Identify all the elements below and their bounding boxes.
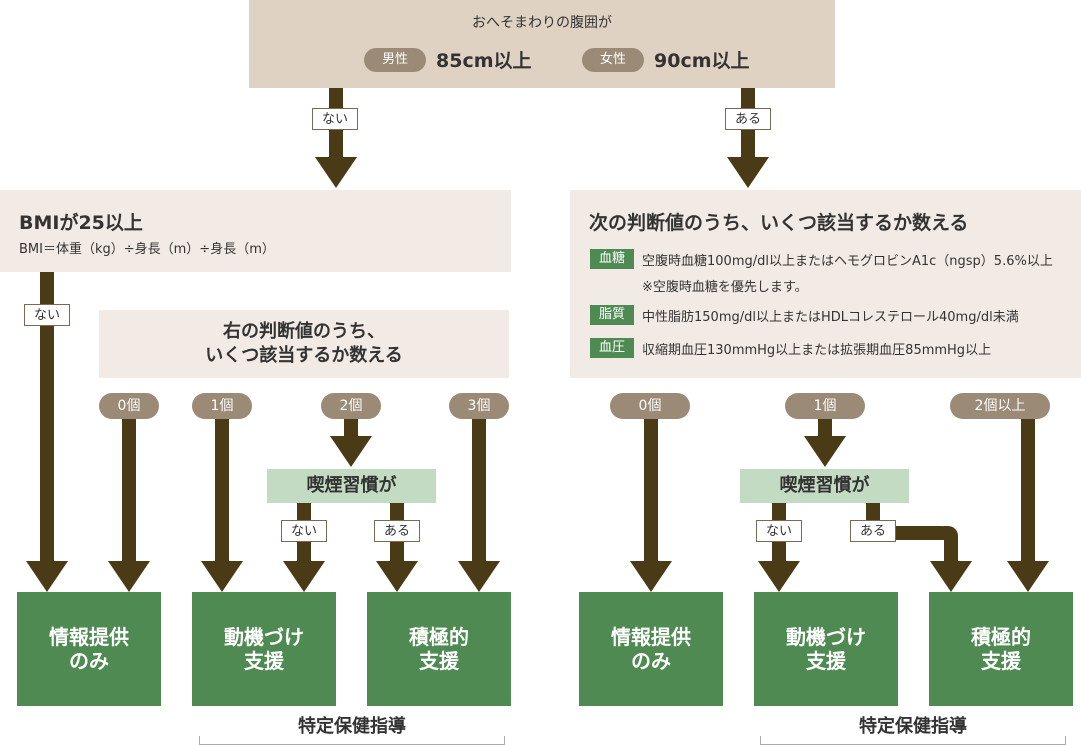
arrow-shaft bbox=[818, 419, 832, 437]
male-threshold: 85cm以上 bbox=[436, 50, 532, 72]
footer-label-right: 特定保健指導 bbox=[859, 716, 967, 737]
outcome-motivation-right: 動機づけ 支援 bbox=[754, 592, 898, 706]
male-badge: 男性 bbox=[364, 48, 426, 72]
bmi-title: BMIが25以上 bbox=[19, 212, 143, 234]
outcome-line2: のみ bbox=[69, 649, 109, 673]
smoking-question-right: 喫煙習慣が bbox=[740, 469, 909, 503]
count-pill-0: 0個 bbox=[610, 393, 690, 419]
outcome-line2: のみ bbox=[631, 649, 671, 673]
bmi-box: BMIが25以上 BMI＝体重（kg）÷身長（m）÷身長（m） bbox=[0, 190, 511, 272]
branch-tag-no: ない bbox=[24, 304, 70, 326]
outcome-line1: 積極的 bbox=[409, 625, 469, 649]
count-pill-1: 1個 bbox=[785, 393, 865, 419]
outcome-line1: 積極的 bbox=[971, 625, 1031, 649]
count-pill-0: 0個 bbox=[99, 393, 159, 419]
arrow-head bbox=[330, 436, 372, 467]
arrow-head bbox=[315, 157, 357, 188]
arrow-shaft bbox=[344, 419, 358, 437]
bmi-formula: BMI＝体重（kg）÷身長（m）÷身長（m） bbox=[19, 242, 275, 257]
footer-label-left: 特定保健指導 bbox=[298, 716, 406, 737]
left-question-line2: いくつ該当するか数える bbox=[205, 345, 403, 366]
outcome-line2: 支援 bbox=[244, 649, 284, 673]
right-count-question-box: 次の判断値のうち、いくつ該当するか数える 血糖 空腹時血糖100mg/dl以上ま… bbox=[570, 190, 1081, 378]
criteria-text-blood-pressure: 収縮期血圧130mmHg以上または拡張期血圧85mmHg以上 bbox=[642, 343, 992, 358]
arrow-shaft bbox=[40, 272, 54, 562]
arrow-shaft bbox=[472, 419, 486, 562]
arrow-head bbox=[630, 561, 672, 592]
outcome-info-only-left: 情報提供 のみ bbox=[17, 592, 161, 706]
outcome-line2: 支援 bbox=[981, 649, 1021, 673]
count-pill-2-plus: 2個以上 bbox=[950, 393, 1050, 419]
arrow-head bbox=[804, 436, 846, 467]
criteria-badge-blood-pressure: 血圧 bbox=[590, 338, 634, 358]
outcome-line1: 情報提供 bbox=[611, 625, 691, 649]
waist-question-title: おへそまわりの腹囲が bbox=[472, 15, 612, 31]
criteria-text-lipid: 中性脂肪150mg/dl以上またはHDLコレステロール40mg/dl未満 bbox=[642, 310, 1019, 325]
outcome-active-right: 積極的 支援 bbox=[929, 592, 1073, 706]
arrow-head bbox=[458, 561, 500, 592]
arrow-shaft bbox=[644, 419, 658, 562]
arrow-shaft bbox=[1021, 419, 1035, 562]
outcome-active-left: 積極的 支援 bbox=[367, 592, 511, 706]
arrow-shaft bbox=[215, 419, 229, 562]
arrow-head bbox=[758, 561, 800, 592]
female-badge: 女性 bbox=[582, 48, 644, 72]
waist-question-box: おへそまわりの腹囲が 男性 85cm以上 女性 90cm以上 bbox=[249, 0, 835, 88]
outcome-line1: 動機づけ bbox=[786, 625, 866, 649]
smoking-question-left: 喫煙習慣が bbox=[267, 469, 436, 503]
branch-tag-no: ない bbox=[281, 520, 327, 542]
outcome-info-only-right: 情報提供 のみ bbox=[579, 592, 723, 706]
branch-tag-no: ない bbox=[312, 108, 358, 130]
outcome-line2: 支援 bbox=[419, 649, 459, 673]
left-count-question-box: 右の判断値のうち、 いくつ該当するか数える bbox=[99, 310, 509, 378]
arrow-head bbox=[108, 561, 150, 592]
female-threshold: 90cm以上 bbox=[654, 50, 750, 72]
arrow-head bbox=[26, 561, 68, 592]
arrow-head bbox=[376, 561, 418, 592]
left-question-line1: 右の判断値のうち、 bbox=[223, 321, 385, 342]
criteria-text-glucose: 空腹時血糖100mg/dl以上またはヘモグロビンA1c（ngsp）5.6%以上 bbox=[642, 254, 1053, 269]
count-pill-2: 2個 bbox=[321, 393, 381, 419]
footer-bracket-left bbox=[199, 736, 505, 745]
arrow-head bbox=[201, 561, 243, 592]
branch-tag-yes: ある bbox=[850, 520, 896, 542]
criteria-badge-lipid: 脂質 bbox=[590, 305, 634, 325]
criteria-note-glucose: ※空腹時血糖を優先します。 bbox=[642, 280, 808, 295]
outcome-motivation-left: 動機づけ 支援 bbox=[192, 592, 336, 706]
right-question-title: 次の判断値のうち、いくつ該当するか数える bbox=[589, 212, 969, 234]
arrow-head bbox=[930, 561, 972, 592]
branch-tag-yes: ある bbox=[374, 520, 420, 542]
arrow-head bbox=[283, 561, 325, 592]
count-pill-3: 3個 bbox=[449, 393, 509, 419]
branch-tag-yes: ある bbox=[725, 108, 771, 130]
arrow-head bbox=[727, 157, 769, 188]
arrow-head bbox=[1007, 561, 1049, 592]
outcome-line2: 支援 bbox=[806, 649, 846, 673]
count-pill-1: 1個 bbox=[192, 393, 252, 419]
arrow-shaft bbox=[122, 419, 136, 562]
outcome-line1: 動機づけ bbox=[224, 625, 304, 649]
branch-tag-no: ない bbox=[756, 520, 802, 542]
outcome-line1: 情報提供 bbox=[49, 625, 129, 649]
criteria-badge-glucose: 血糖 bbox=[590, 249, 634, 269]
footer-bracket-right bbox=[760, 736, 1066, 745]
arrow-shaft bbox=[944, 526, 958, 562]
